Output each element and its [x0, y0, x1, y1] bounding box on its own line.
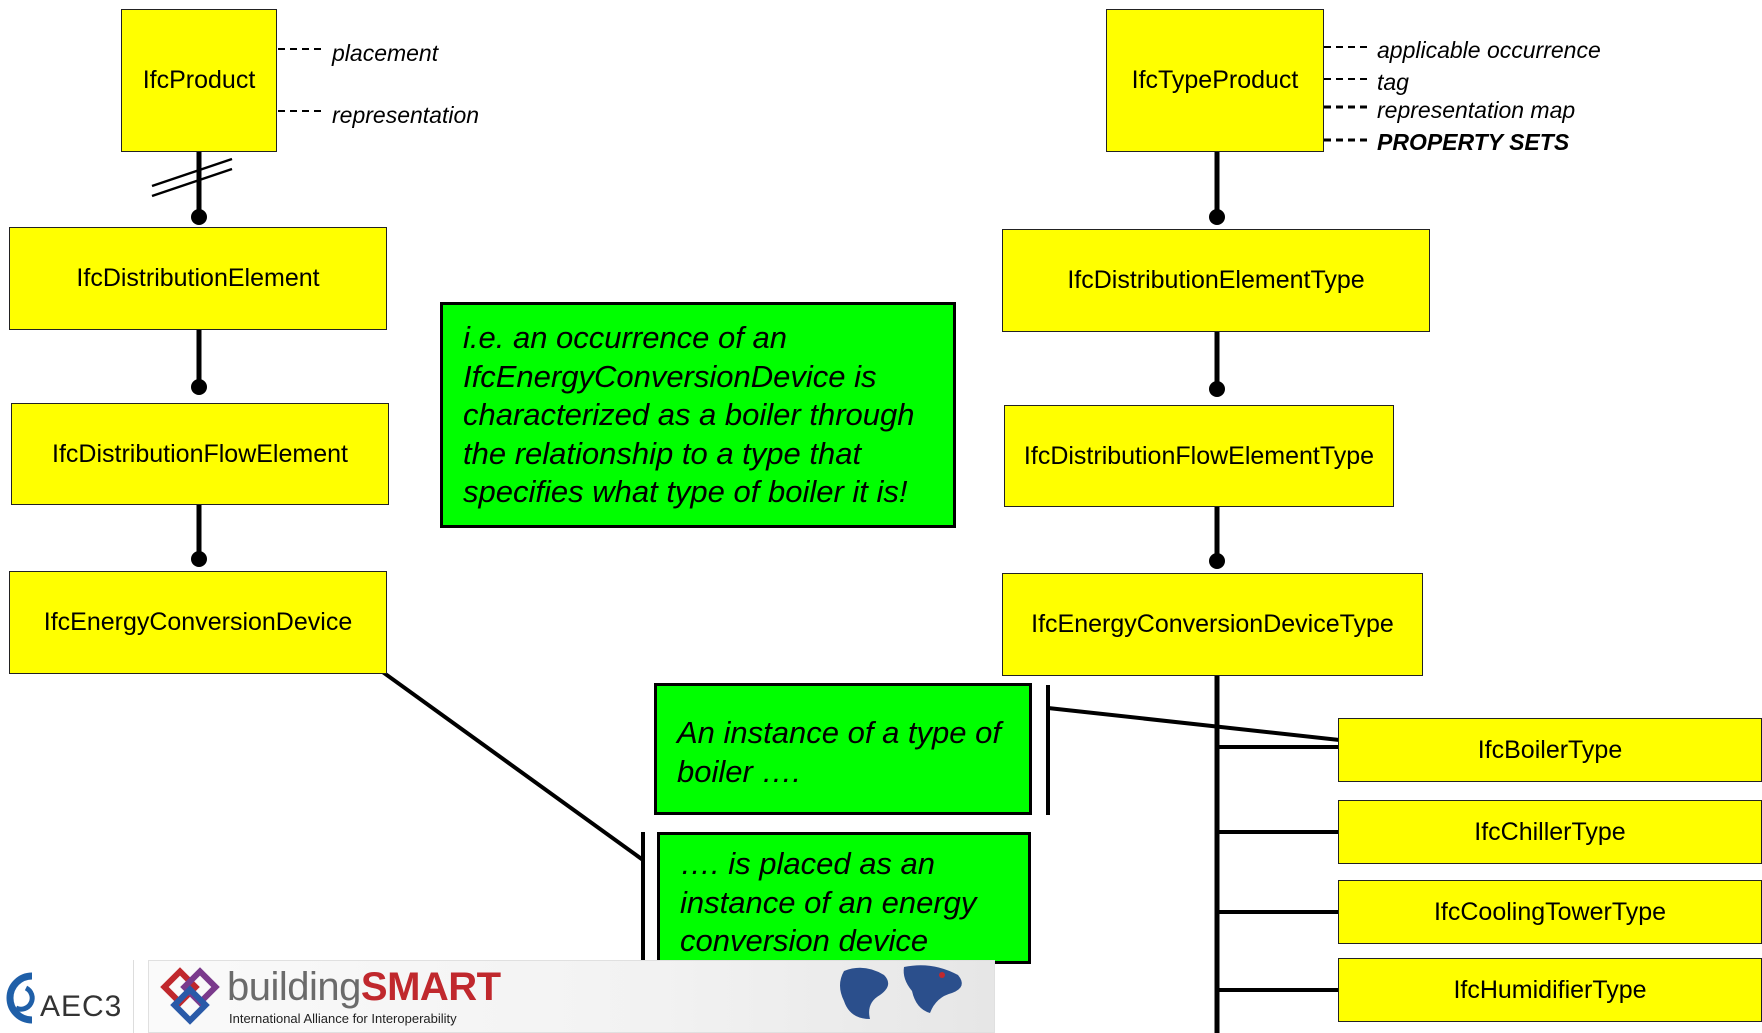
attribute-representation: representation [332, 102, 480, 128]
connector-dot [191, 379, 207, 395]
entity-ifcdistributionelement: IfcDistributionElement [9, 227, 387, 330]
attribute-representation-map: representation map [1377, 97, 1576, 123]
note-line: …. is placed as an [680, 846, 936, 881]
note-line: conversion device [680, 923, 929, 958]
note-line: An instance of a type of [677, 715, 1001, 750]
aec3-swirl-icon [6, 972, 35, 1024]
entity-ifccoolingtowertype: IfcCoolingTowerType [1338, 880, 1762, 944]
note-line: specifies what type of boiler it is! [463, 474, 908, 509]
attribute-tag: tag [1377, 69, 1409, 95]
world-map-icon [840, 965, 962, 1019]
note-occurrence-explanation: i.e. an occurrence of an IfcEnergyConver… [440, 302, 956, 528]
connector-dot [1209, 209, 1225, 225]
entity-ifcboilertype: IfcBoilerType [1338, 718, 1762, 782]
aec3-wordmark: AEC3 [40, 990, 123, 1023]
note-placed-as-instance: …. is placed as an instance of an energy… [657, 832, 1031, 964]
entity-ifcproduct: IfcProduct [121, 9, 277, 152]
note-pointer [346, 645, 645, 862]
wordmark-brand: SMART [360, 965, 501, 1009]
note-line: boiler …. [677, 753, 802, 789]
entity-ifcchillertype: IfcChillerType [1338, 800, 1762, 864]
aec3-logo: AEC3 [0, 960, 134, 1033]
entity-ifchumidifiertype: IfcHumidifierType [1338, 958, 1762, 1022]
note-line: instance of an energy [680, 884, 977, 920]
connector-dot [191, 209, 207, 225]
break-mark [151, 167, 233, 198]
connector-dot [191, 551, 207, 567]
buildingsmart-tagline: International Alliance for Interoperabil… [229, 1011, 457, 1026]
buildingsmart-wordmark: buildingSMART [227, 965, 501, 1010]
note-line: i.e. an occurrence of an [463, 320, 787, 355]
note-line: the relationship to a type that [463, 435, 862, 471]
attribute-property-sets: PROPERTY SETS [1377, 129, 1570, 155]
attribute-placement: placement [332, 40, 439, 66]
attribute-applicable-occurrence: applicable occurrence [1377, 37, 1601, 63]
note-instance-of-type: An instance of a type of boiler …. [654, 683, 1032, 815]
entity-ifctypeproduct: IfcTypeProduct [1106, 9, 1324, 152]
entity-ifcdistributionflowelementtype: IfcDistributionFlowElementType [1004, 405, 1394, 507]
note-pointer [1047, 706, 1386, 747]
note-line: IfcEnergyConversionDevice is [463, 358, 877, 394]
note-line: characterized as a boiler through [463, 397, 915, 432]
wordmark-prefix: building [227, 965, 361, 1009]
connector-dot [1209, 381, 1225, 397]
buildingsmart-logo: buildingSMART International Alliance for… [148, 960, 995, 1033]
entity-ifcdistributionelementtype: IfcDistributionElementType [1002, 229, 1430, 332]
buildingsmart-knot-icon [160, 967, 220, 1025]
entity-ifcenergyconversiondevice: IfcEnergyConversionDevice [9, 571, 387, 674]
break-mark [151, 157, 233, 188]
connector-dot [1209, 553, 1225, 569]
entity-ifcdistributionflowelement: IfcDistributionFlowElement [11, 403, 389, 505]
entity-ifcenergyconversiondevicetype: IfcEnergyConversionDeviceType [1002, 573, 1423, 676]
